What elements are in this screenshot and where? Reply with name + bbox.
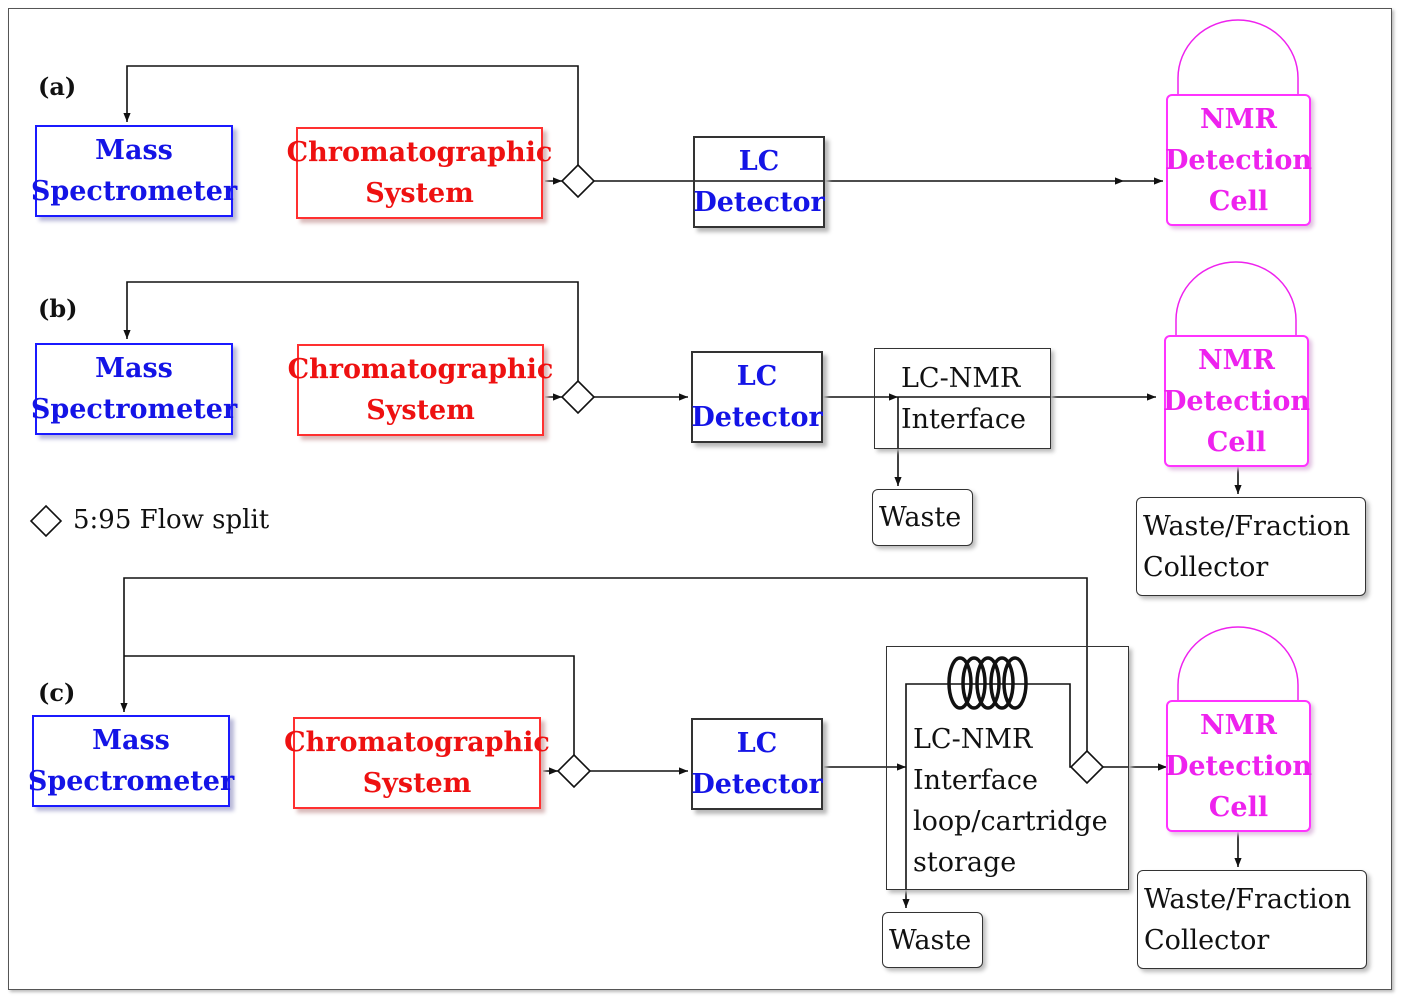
node-line: Spectrometer bbox=[27, 766, 235, 797]
node-line: Cell bbox=[1208, 791, 1269, 823]
chromatographic-system-node: Chromatographic System bbox=[288, 344, 553, 436]
nmr-magnet-arc bbox=[1177, 626, 1299, 701]
node-line: NMR bbox=[1199, 709, 1277, 741]
panel-b-label: (b) bbox=[38, 294, 78, 323]
nmr-detection-cell-node: NMR Detection Cell bbox=[1162, 335, 1311, 467]
node-line: storage bbox=[913, 847, 1017, 878]
waste-node: Waste bbox=[882, 912, 983, 968]
mass-spectrometer-node: Mass Spectrometer bbox=[28, 715, 234, 807]
node-line: Detector bbox=[693, 187, 825, 218]
node-line: Spectrometer bbox=[30, 394, 238, 425]
node-line: Waste bbox=[889, 924, 972, 956]
node-line: Collector bbox=[1143, 551, 1269, 583]
node-line: NMR bbox=[1199, 103, 1277, 135]
flow-split-diamond bbox=[556, 753, 592, 789]
node-line: Spectrometer bbox=[30, 176, 238, 207]
panel-b-lines bbox=[123, 281, 1242, 494]
nmr-magnet-arc bbox=[1177, 19, 1299, 94]
node-line: Cell bbox=[1206, 426, 1267, 458]
lc-nmr-interface-storage-label: LC-NMR Interface loop/cartridge storage bbox=[913, 719, 1108, 883]
node-line: System bbox=[362, 768, 472, 799]
node-line: Interface bbox=[913, 765, 1038, 796]
coil-icon bbox=[947, 656, 1028, 710]
node-line: Mass bbox=[95, 135, 173, 166]
node-line: NMR bbox=[1197, 344, 1275, 376]
node-line: Detector bbox=[691, 769, 823, 800]
chromatographic-system-node: Chromatographic System bbox=[284, 717, 550, 809]
node-line: System bbox=[366, 395, 475, 426]
waste-fraction-collector-node: Waste/Fraction Collector bbox=[1136, 497, 1366, 596]
node-line: LC bbox=[738, 146, 780, 177]
node-line: LC bbox=[736, 728, 778, 759]
legend-text: 5:95 Flow split bbox=[73, 505, 270, 535]
node-line: Mass bbox=[92, 725, 170, 756]
node-line: loop/cartridge bbox=[913, 806, 1108, 837]
flow-split-diamond bbox=[560, 163, 596, 199]
panel-c-label: (c) bbox=[38, 678, 76, 707]
node-line: System bbox=[365, 178, 474, 209]
waste-node: Waste bbox=[872, 489, 973, 546]
node-line: Waste/Fraction bbox=[1144, 883, 1352, 915]
node-line: Interface bbox=[901, 403, 1026, 435]
node-line: Detection bbox=[1164, 750, 1313, 782]
node-line: Chromatographic bbox=[287, 354, 554, 385]
lc-nmr-interface-node: LC-NMR Interface bbox=[874, 348, 1051, 449]
node-line: LC-NMR bbox=[901, 362, 1021, 394]
nmr-detection-cell-node: NMR Detection Cell bbox=[1164, 700, 1313, 832]
panel-a-lines bbox=[123, 65, 1163, 185]
node-line: Waste bbox=[879, 502, 962, 533]
node-line: LC-NMR bbox=[913, 724, 1033, 755]
node-line: Waste/Fraction bbox=[1143, 510, 1351, 542]
lc-detector-node: LC Detector bbox=[691, 351, 823, 443]
lc-nmr-interface-storage-node bbox=[886, 646, 1129, 890]
legend-diamond-icon bbox=[29, 504, 63, 538]
chromatographic-system-node: Chromatographic System bbox=[287, 127, 552, 219]
nmr-magnet-arc bbox=[1175, 261, 1297, 336]
node-line: LC bbox=[736, 361, 778, 392]
lc-detector-node: LC Detector bbox=[693, 136, 825, 228]
node-line: Chromatographic bbox=[286, 137, 553, 168]
node-line: Detector bbox=[691, 402, 823, 433]
figure-frame bbox=[8, 8, 1392, 990]
node-line: Chromatographic bbox=[284, 727, 550, 758]
mass-spectrometer-node: Mass Spectrometer bbox=[31, 125, 237, 217]
node-line: Collector bbox=[1144, 924, 1270, 956]
node-line: Detection bbox=[1162, 385, 1311, 417]
flow-split-diamond bbox=[560, 379, 596, 415]
node-line: Cell bbox=[1208, 185, 1269, 217]
nmr-detection-cell-node: NMR Detection Cell bbox=[1164, 94, 1313, 226]
mass-spectrometer-node: Mass Spectrometer bbox=[31, 343, 237, 435]
panel-a-label: (a) bbox=[38, 72, 77, 101]
node-line: Mass bbox=[95, 353, 173, 384]
node-line: Detection bbox=[1164, 144, 1313, 176]
waste-fraction-collector-node: Waste/Fraction Collector bbox=[1137, 870, 1367, 969]
lc-detector-node: LC Detector bbox=[691, 718, 823, 810]
flow-split-diamond bbox=[1069, 749, 1105, 785]
